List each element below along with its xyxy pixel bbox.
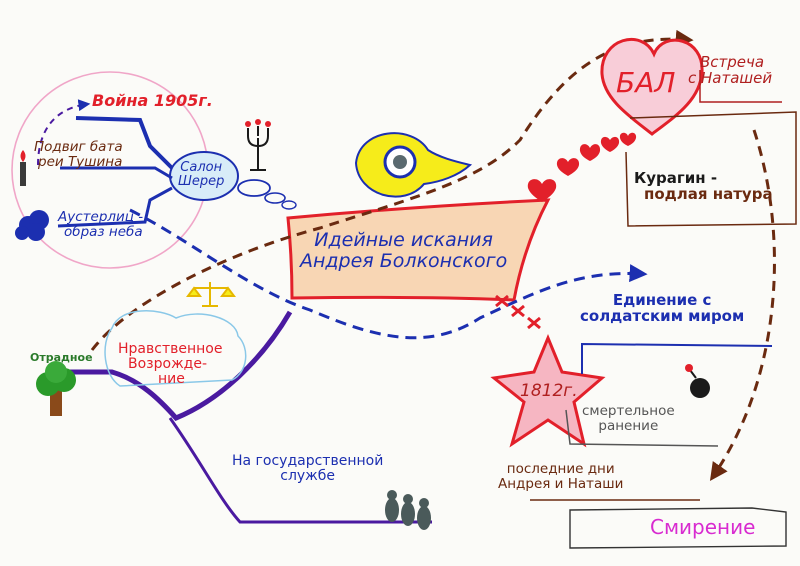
wound-line1: смертельное [582, 403, 675, 419]
unity-path-arrow [129, 208, 648, 340]
central-topic: Идейные искания Андрея Болконского [300, 230, 507, 271]
branch-1812-unity [581, 342, 773, 374]
revival-label: Нравственное Возрожде- ние [118, 341, 223, 388]
revival-line2: Возрожде- [128, 356, 208, 373]
life-path-arrow [90, 29, 694, 351]
cloud-chain-3 [281, 200, 297, 210]
people-icon [385, 490, 431, 530]
revival-line3: ние [158, 371, 185, 388]
service-line1: На государственной [232, 453, 384, 469]
branch-salon-feat [60, 166, 173, 180]
service-label: На государственной службе [232, 453, 384, 485]
branch-salon-austerlitz [57, 186, 173, 228]
last-days-label: последние дни Андрея и Наташи [498, 462, 623, 491]
austerlitz-line1: Аустерлиц - [58, 209, 144, 225]
branch-otradnoe-revival [60, 310, 293, 421]
central-topic-line2: Андрея Болконского [300, 249, 508, 272]
humility-box [569, 507, 787, 549]
kuragin-label: Курагин - подлая натура [634, 169, 773, 204]
feat-line1: Подвиг бата [34, 139, 123, 155]
meeting-line1: Встреча [700, 53, 765, 71]
central-topic-line1: Идейные искания [314, 229, 493, 251]
branch-service [168, 417, 432, 524]
salon-line2: Шерер [178, 174, 225, 190]
revival-cloud [104, 310, 247, 387]
kuragin-line2: подлая натура [644, 185, 773, 204]
eye-icon [354, 132, 473, 198]
heart-icon [600, 37, 704, 136]
ball-label: БАЛ [616, 66, 676, 99]
branch-salon-war [75, 116, 174, 170]
scales-icon [186, 282, 236, 307]
sky-cloud-icon [15, 210, 49, 241]
meeting-line2: с Наташей [688, 69, 773, 88]
humility-label: Смирение [650, 515, 756, 539]
wound-line2: ранение [598, 417, 659, 434]
wound-label: смертельное ранение [582, 404, 675, 433]
last-days-line2: Андрея и Наташи [498, 475, 624, 492]
branch-ball-meeting [699, 70, 782, 103]
unity-line1: Единение с [612, 291, 712, 309]
service-line2: службе [280, 468, 336, 485]
star-icon [490, 334, 606, 448]
candelabra-icon [245, 119, 271, 171]
unity-label: Единение с солдатским миром [580, 291, 745, 326]
branch-1812-wound [565, 409, 719, 447]
cloud-chain-2 [264, 192, 286, 204]
feat-line2: реи Тушина [38, 153, 123, 170]
salon-label: Салон Шерер [178, 160, 225, 190]
war-label: Война 1905г. [92, 91, 213, 110]
austerlitz-line2: образ неба [64, 223, 143, 240]
central-topic-box [286, 198, 551, 302]
kuragin-line1: Курагин - [634, 169, 718, 187]
year-1812-label: 1812г. [520, 381, 578, 401]
feat-label: Подвиг бата реи Тушина [34, 140, 123, 169]
bomb-icon [685, 364, 710, 398]
revival-line1: Нравственное [118, 341, 223, 357]
red-crosses [495, 294, 541, 330]
meeting-label: Встреча с Наташей [688, 53, 773, 88]
tree-icon [36, 361, 76, 416]
last-days-line1: последние дни [506, 461, 615, 477]
ball-to-last-days-arrow [709, 129, 776, 481]
unity-line2: солдатским миром [580, 307, 745, 326]
branch-ball-kuragin [625, 111, 797, 227]
candle-icon [20, 150, 26, 186]
arrow-to-war [37, 99, 91, 166]
hearts-icon [527, 132, 637, 202]
cloud-chain-1 [237, 179, 271, 197]
austerlitz-label: Аустерлиц - образ неба [58, 210, 143, 239]
otradnoe-label: Отрадное [30, 351, 93, 364]
salon-line1: Салон [180, 160, 223, 175]
